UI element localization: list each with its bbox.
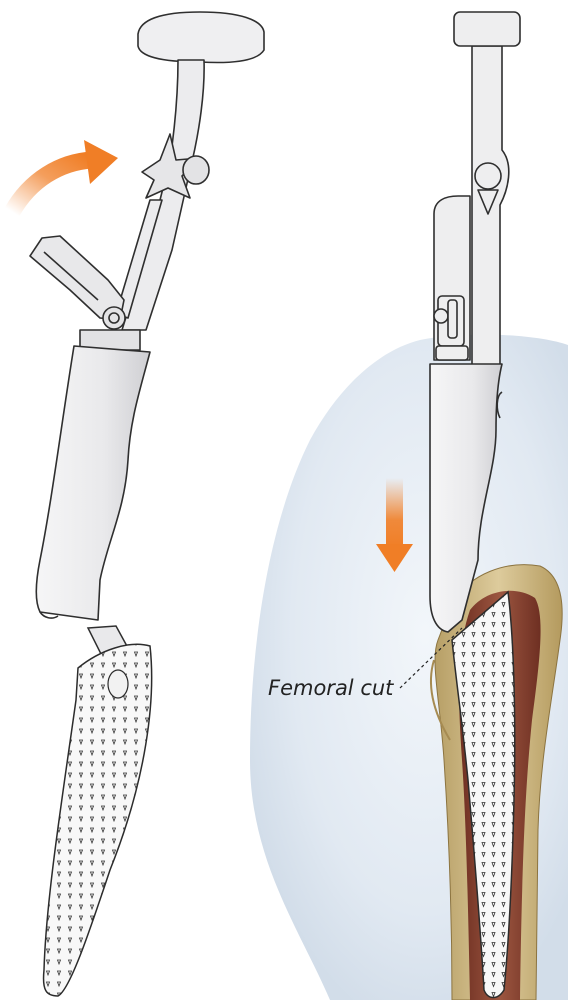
curved-arrow-icon [12, 140, 118, 212]
femoral-stem [44, 626, 152, 996]
impactor-instrument-side [30, 12, 264, 620]
femoral-cut-label: Femoral cut [268, 676, 393, 700]
